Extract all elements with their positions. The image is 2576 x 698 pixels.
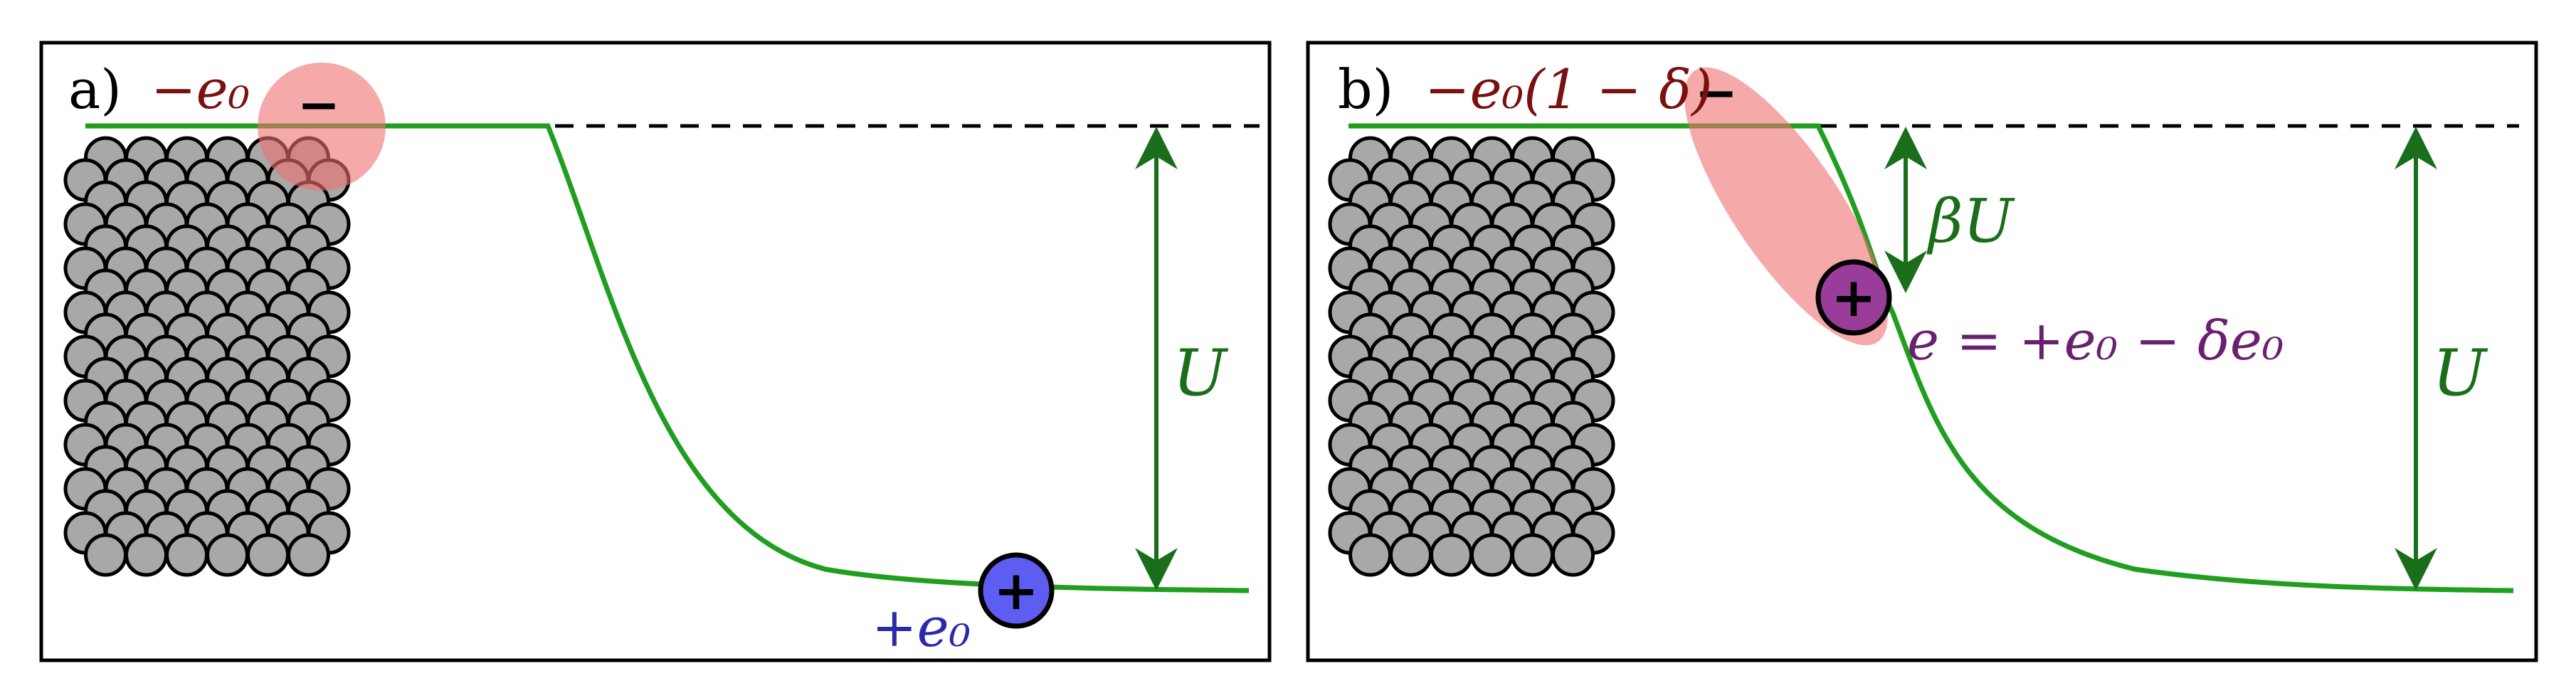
atom-b — [1389, 533, 1432, 577]
atom-b — [1470, 533, 1514, 577]
potential-curve-a — [85, 123, 1250, 593]
atom-a — [287, 533, 330, 577]
negative-sign-b: − — [1695, 62, 1738, 122]
panel-a-frame — [39, 41, 1272, 662]
atom-a — [206, 533, 249, 577]
panel-b: − + b) −e₀(1 − δ) βU e = +e₀ − δe₀ U — [1306, 41, 2538, 662]
atom-a — [246, 533, 290, 577]
negative-charge-label-b: −e₀(1 − δ) — [1425, 58, 1713, 121]
voltage-label-b: U — [2432, 336, 2488, 411]
partial-ion-b — [1815, 259, 1892, 336]
atom-lattice-b — [1328, 136, 1615, 577]
panel-tag-a: a) — [68, 58, 122, 121]
voltage-label-a: U — [1173, 336, 1229, 411]
atom-a — [165, 533, 208, 577]
positive-sign-b: + — [1831, 265, 1876, 329]
atom-b — [1511, 533, 1554, 577]
negative-charge-label-a: −e₀ — [151, 58, 250, 121]
atom-a — [84, 533, 127, 577]
positive-charge-label-a: +e₀ — [872, 596, 971, 659]
panel-tag-b: b) — [1338, 58, 1393, 121]
ion-charge-label-b: e = +e₀ − δe₀ — [1907, 309, 2284, 372]
panel-b-frame — [1306, 41, 2538, 662]
positive-sign-a: + — [993, 559, 1039, 622]
panel-a: − + a) −e₀ +e₀ U — [39, 41, 1272, 662]
negative-sign-a: − — [297, 74, 340, 134]
atom-b — [1430, 533, 1473, 577]
atom-a — [125, 533, 168, 577]
atom-b — [1348, 533, 1392, 577]
negative-charge-cloud-a — [258, 63, 386, 191]
atom-lattice-a — [63, 136, 351, 577]
partial-voltage-label-b: βU — [1926, 186, 2016, 256]
atom-b — [1551, 533, 1595, 577]
positive-ion-a — [978, 552, 1055, 629]
